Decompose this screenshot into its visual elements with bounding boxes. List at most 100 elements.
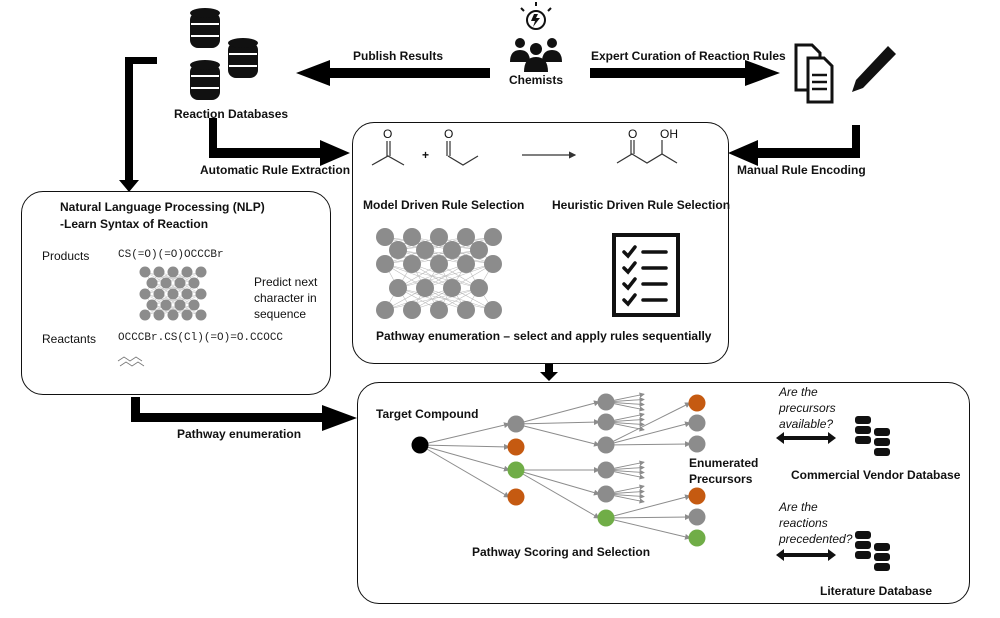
availability-double-arrow [776,432,836,444]
tree-edge [419,422,510,446]
target-compound-node [411,436,429,454]
nn-edge [384,249,480,265]
nn-node [167,309,179,321]
nn-edge [165,271,202,284]
nn-node [139,288,151,300]
nn-node [443,241,461,259]
neural-network-icon-large [376,228,502,319]
nn-node [167,288,179,300]
tree-edge [419,444,510,498]
checklist-icon [612,233,680,317]
tree-edge [605,494,691,519]
nn-node [484,228,502,246]
nn-node [457,228,475,246]
nn-edge [384,287,453,311]
publish-results-arrow [296,60,490,86]
precursor-node [688,435,706,453]
flow-arrows [119,57,860,431]
products-label: Products [42,249,90,263]
precursor-node [597,509,615,527]
nn-edge [411,249,480,265]
nn-node [160,299,172,311]
reaction-scheme [371,140,678,166]
heuristic-driven-label: Heuristic Driven Rule Selection [552,198,731,212]
sequence-arrows [117,356,145,367]
nn-edge [144,282,181,295]
nn-node [457,301,475,319]
precursor-node [507,488,525,506]
nn-node [430,301,448,319]
precursor-node [688,529,706,547]
pathway-tree [411,392,706,547]
nn-node [195,266,207,278]
tree-edge [419,444,510,472]
databases-to-nlp-arrow [119,57,157,192]
neural-network-icon-small [139,266,207,321]
tree-edge [605,441,691,448]
nn-node [153,309,165,321]
nn-edge [384,249,453,265]
nn-node [174,299,186,311]
nn-edge [397,236,494,251]
tree-edge [515,469,600,519]
pathway-enumeration-arrow [131,397,357,431]
nn-edge [165,293,202,306]
automatic-rule-extraction-label: Automatic Rule Extraction [200,163,351,177]
precursor-node [597,436,615,454]
nn-node [470,241,488,259]
target-compound-label: Target Compound [376,407,479,421]
literature-db-icon [855,531,890,571]
nn-edge [151,293,188,306]
nlp-title: Natural Language Processing (NLP) -Learn… [60,200,265,231]
commercial-vendor-db-label: Commercial Vendor Database [791,468,961,482]
enumeration-down-arrow [540,364,558,381]
nn-node [153,288,165,300]
atom-o-2: O [444,127,454,141]
atom-oh: OH [660,127,678,141]
nn-node [181,266,193,278]
nn-node [181,288,193,300]
commercial-db-icon [855,416,890,456]
nn-edge [397,236,467,251]
nn-node [470,279,488,297]
nn-node [195,309,207,321]
precursor-node [688,414,706,432]
nn-node [167,266,179,278]
nn-edge [397,263,494,289]
nn-edge [411,287,480,311]
precursor-node [688,487,706,505]
plus-sign: + [422,148,430,162]
enumerated-precursors-label: Enumerated Precursors [689,456,759,486]
precursor-node [688,508,706,526]
tree-edge [419,443,510,450]
nn-node [146,299,158,311]
pathway-scoring-label: Pathway Scoring and Selection [472,545,651,559]
precursor-node [597,485,615,503]
nn-edge [397,263,467,289]
nn-edge [144,304,195,316]
predict-next-text: Predict next character in sequence [254,275,318,321]
nn-edge [144,282,195,295]
precursor-node [597,413,615,431]
question-precursors: Are the precursors available? [779,385,836,431]
nn-edge [158,282,195,295]
nn-node [376,255,394,273]
expert-curation-label: Expert Curation of Reaction Rules [591,49,786,63]
nn-node [195,288,207,300]
nn-edge [424,236,494,251]
tree-edge [605,402,691,446]
nn-node [181,309,193,321]
tree-edge [515,419,600,426]
atom-o-3: O [628,127,638,141]
nlp-box [21,191,331,395]
model-driven-label: Model Driven Rule Selection [363,198,525,212]
precursor-node [507,415,525,433]
nn-edge [144,304,181,316]
nn-node [174,277,186,289]
pathway-enumeration-label: Pathway enumeration [177,427,302,441]
chemists-icon [510,2,562,72]
literature-db-label: Literature Database [820,584,933,598]
pathway-scoring-box [357,382,970,604]
nn-edge [158,304,195,316]
automatic-extraction-arrow [209,118,350,166]
